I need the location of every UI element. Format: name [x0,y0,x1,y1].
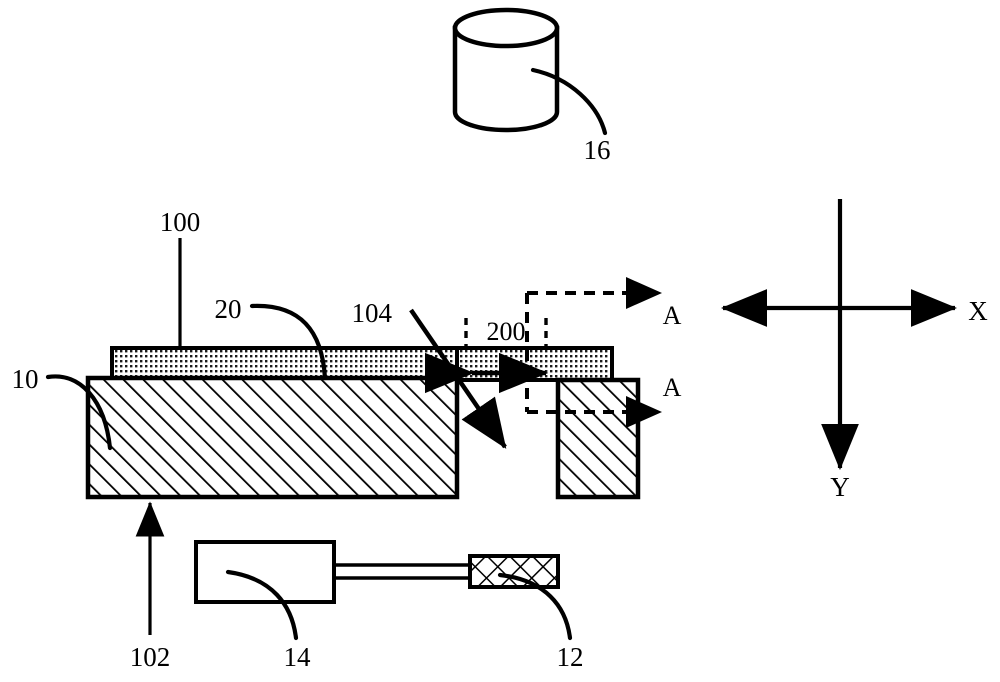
ref-label-16: 16 [584,135,611,165]
cylinder-top-ellipse [452,7,560,49]
dotted-layer-left [110,346,459,382]
substrate-left-block [85,375,460,500]
ref-label-14: 14 [284,642,312,672]
ref-label-100: 100 [160,207,201,237]
ref-label-12: 12 [557,642,584,672]
controller-box-14 [194,540,336,604]
substrate-right-block [555,377,641,500]
section-line-aa [525,277,662,428]
ref-label-20: 20 [215,294,242,324]
leader-line-14 [225,569,299,641]
leader-line-16 [530,67,608,136]
leader-line-12 [497,572,573,641]
coordinate-axes [720,199,958,471]
ref-label-104: 104 [352,298,393,328]
leader-line-10 [45,374,113,451]
leader-line-20 [249,303,328,381]
cylinder-16 [452,7,608,136]
axis-label-y: Y [830,472,850,502]
section-label-a-bottom: A [663,373,682,402]
section-label-a-top: A [663,301,682,330]
dimension-label-200: 200 [487,317,526,346]
cylinder-body [452,25,560,133]
ref-label-10: 10 [12,364,39,394]
probe-block-12 [468,554,560,589]
ref-label-102: 102 [130,642,171,672]
axis-label-x: X [968,296,988,326]
